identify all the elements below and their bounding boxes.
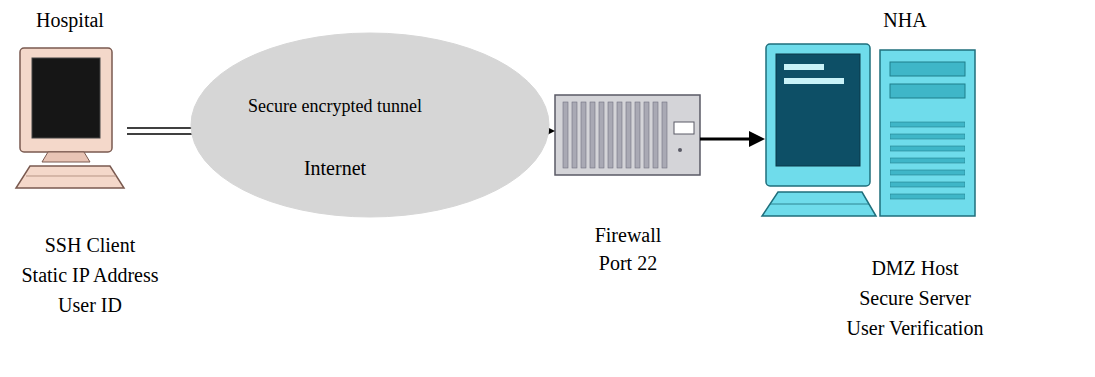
node-heading: Hospital: [36, 9, 104, 31]
hospital-computer: [16, 48, 124, 188]
node-heading: NHA: [883, 9, 926, 31]
internet-cloud: Secure encrypted tunnelInternet: [190, 32, 550, 218]
screen-line: [784, 78, 844, 84]
firewall-rack: [555, 95, 700, 175]
node-note: Static IP Address: [21, 264, 158, 286]
cloud-ellipse: [190, 32, 550, 218]
node-heading: Secure encrypted tunnel: [248, 97, 422, 117]
connector-arrow: [700, 131, 765, 147]
keyboard: [762, 192, 876, 216]
keyboard-row: [26, 176, 116, 177]
nha-server: [762, 44, 975, 216]
rack-display: [674, 122, 694, 134]
arrowhead: [749, 131, 765, 147]
node-note: User ID: [58, 294, 122, 316]
drive-bay: [890, 62, 965, 76]
rack-led: [678, 148, 682, 152]
node-note: SSH Client: [45, 234, 136, 256]
node-note: Secure Server: [859, 287, 971, 309]
tower: [880, 50, 975, 216]
tower-vents: [890, 120, 965, 204]
screen: [32, 58, 100, 138]
link-line: [700, 138, 751, 141]
screen: [776, 54, 860, 166]
node-note: User Verification: [847, 317, 984, 339]
keyboard: [16, 166, 124, 188]
cloud-ellipse: [191, 33, 549, 217]
monitor: [766, 44, 870, 186]
drive-bay: [890, 84, 965, 98]
node-note: DMZ Host: [871, 257, 958, 279]
monitor: [20, 48, 112, 152]
keyboard-row: [770, 204, 869, 205]
rack-slots: [562, 100, 670, 170]
node-note: Port 22: [599, 252, 657, 274]
node-note: Internet: [304, 157, 366, 179]
firewall-box: FirewallPort 22: [555, 95, 700, 175]
server-box: NHADMZ HostSecure ServerUser Verificatio…: [765, 40, 977, 218]
node-heading: Firewall: [595, 224, 662, 246]
stand: [42, 152, 90, 162]
rack-case: [555, 95, 700, 175]
screen-line: [784, 64, 824, 70]
hospital-computer: HospitalSSH ClientStatic IP AddressUser …: [15, 45, 127, 190]
